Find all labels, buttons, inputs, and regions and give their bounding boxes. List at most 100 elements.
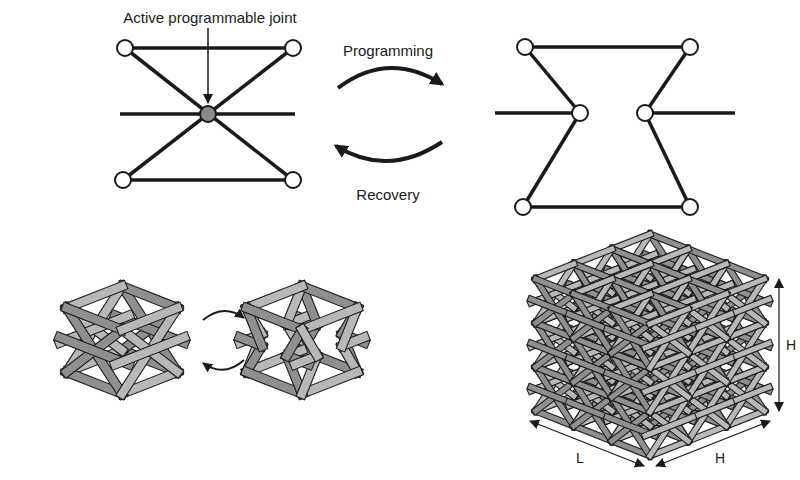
- beam-outline: [612, 294, 650, 309]
- beam-face: [612, 279, 650, 294]
- beam: [650, 234, 688, 249]
- beam-outline: [650, 294, 688, 309]
- beam-face: [726, 264, 764, 279]
- beam: [612, 294, 650, 309]
- strut: [525, 45, 690, 49]
- beam-outline: [536, 264, 574, 279]
- strut: [525, 47, 580, 113]
- beam: [688, 264, 726, 279]
- beam-face: [302, 330, 317, 356]
- beam-face: [122, 286, 177, 308]
- beam-face: [650, 249, 688, 264]
- beam-outline: [650, 249, 688, 264]
- beam-face: [612, 294, 650, 309]
- beam-face: [612, 279, 650, 294]
- beam-outline: [67, 308, 122, 330]
- annotation-label: H: [715, 450, 725, 466]
- beam: [612, 294, 650, 309]
- beam-face: [645, 329, 693, 348]
- beam-outline: [247, 308, 302, 330]
- beam-face: [688, 264, 726, 279]
- beam: [650, 294, 688, 309]
- annotation-label: Recovery: [356, 186, 419, 203]
- unit-cell-2d: [495, 47, 735, 207]
- beam: [574, 249, 612, 264]
- beam-outline: [645, 417, 693, 436]
- dimension-line: [656, 421, 770, 466]
- beam-outline: [688, 279, 726, 294]
- beam-outline: [574, 294, 612, 309]
- beam-face: [574, 279, 612, 294]
- beam-face: [612, 234, 650, 249]
- beam: [612, 234, 650, 249]
- beam: [574, 264, 612, 279]
- joint: [572, 105, 588, 121]
- beam: [574, 279, 612, 294]
- beam-outline: [726, 264, 764, 279]
- curved-arrow: [336, 142, 442, 161]
- beam-outline: [650, 264, 688, 279]
- joint: [682, 199, 698, 215]
- beam-outline: [122, 286, 177, 308]
- beam-face: [688, 279, 726, 294]
- joint: [115, 172, 131, 188]
- beam: [612, 279, 650, 294]
- beam: [612, 264, 650, 279]
- dimension-line: [530, 421, 644, 466]
- beam-outline: [302, 308, 357, 330]
- beam-outline: [536, 279, 574, 294]
- beam-face: [645, 417, 693, 436]
- joint: [515, 199, 531, 215]
- curved-arrow: [203, 360, 244, 370]
- beam-face: [302, 308, 357, 330]
- beam-outline: [574, 249, 612, 264]
- beam: [115, 337, 184, 364]
- beam: [612, 249, 650, 264]
- beam-face: [612, 249, 650, 264]
- beam-outline: [612, 294, 650, 309]
- beam-face: [650, 279, 688, 294]
- beam: [650, 249, 688, 264]
- annotation-label: L: [576, 450, 584, 466]
- beam-outline: [688, 249, 726, 264]
- beam-outline: [650, 279, 688, 294]
- strut: [495, 111, 580, 115]
- beam: [574, 264, 612, 279]
- beam-outline: [612, 309, 650, 324]
- joint: [285, 172, 301, 188]
- beam-outline: [688, 264, 726, 279]
- beam-outline: [688, 294, 726, 309]
- beam-outline: [612, 279, 650, 294]
- beam-outline: [645, 373, 693, 392]
- beam-outline: [612, 234, 650, 249]
- beam: [574, 294, 612, 309]
- beam: [302, 308, 357, 330]
- beam-outline: [612, 249, 650, 264]
- beam-face: [688, 279, 726, 294]
- beam-face: [650, 279, 688, 294]
- beam-face: [122, 308, 177, 330]
- beam-face: [536, 279, 574, 294]
- beam-outline: [574, 264, 612, 279]
- strut: [645, 113, 690, 207]
- beam: [688, 249, 726, 264]
- annotation-label: H: [786, 337, 796, 353]
- joint: [117, 40, 133, 56]
- beam: [612, 249, 650, 264]
- beam: [650, 264, 688, 279]
- beam-outline: [612, 279, 650, 294]
- beam-outline: [650, 309, 688, 324]
- beam-outline: [726, 279, 764, 294]
- beam-face: [574, 264, 612, 279]
- beam-outline: [612, 264, 650, 279]
- unit-cell-3d: [60, 286, 185, 394]
- joint: [637, 105, 653, 121]
- beam-outline: [612, 249, 650, 264]
- annotation-label: Active programmable joint: [123, 9, 296, 26]
- beam-face: [650, 264, 688, 279]
- beam: [726, 264, 764, 279]
- joint: [682, 39, 698, 55]
- beam: [247, 286, 302, 308]
- beam-face: [302, 286, 357, 308]
